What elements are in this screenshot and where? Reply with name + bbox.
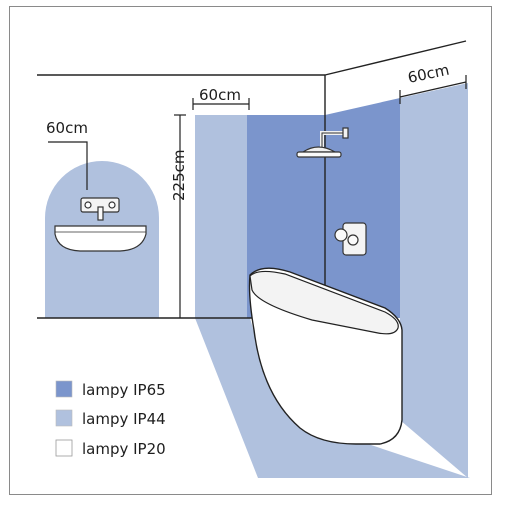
left-zone-dimension-line xyxy=(192,98,250,110)
height-dimension-label: 225cm xyxy=(170,150,188,202)
faucet-icon xyxy=(80,197,120,221)
legend-label-ip65: lampy IP65 xyxy=(82,381,166,399)
right-zone-dimension-line xyxy=(399,75,467,104)
bathtub-icon xyxy=(248,267,403,445)
wall-zone-ip65-side xyxy=(325,98,400,318)
legend-label-ip20: lampy IP20 xyxy=(82,440,166,458)
shower-head-icon xyxy=(296,127,349,158)
legend-swatch-ip44 xyxy=(55,409,73,427)
legend-swatch-ip20 xyxy=(55,439,73,457)
wall-zone-ip44-right xyxy=(400,83,468,478)
floor-zone-ip44 xyxy=(195,318,470,478)
legend-swatch-ip65 xyxy=(55,380,73,398)
legend-label-ip44: lampy IP44 xyxy=(82,410,166,428)
wall-zone-ip44-left xyxy=(195,115,247,318)
height-dimension-line xyxy=(174,114,186,318)
sink-dimension-leader xyxy=(48,141,88,190)
legend: lampy IP65 lampy IP44 lampy IP20 xyxy=(55,380,166,458)
left-zone-dimension-label: 60cm xyxy=(199,86,241,104)
sink-zone-dimension-label: 60cm xyxy=(46,119,88,137)
sink-icon xyxy=(54,225,147,252)
shower-mixer-icon xyxy=(334,222,367,256)
